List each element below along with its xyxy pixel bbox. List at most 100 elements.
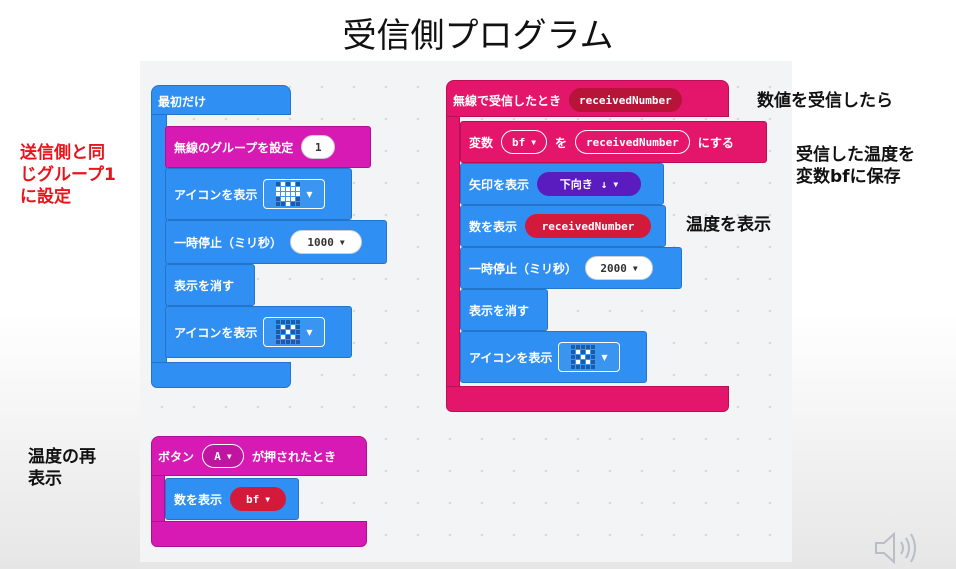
- page-title: 受信側プログラム: [342, 16, 614, 56]
- icon-picker-small-heart-2[interactable]: ▼: [558, 342, 621, 372]
- led-pixel: [276, 202, 281, 206]
- pause-value-2: 2000: [600, 261, 627, 275]
- on-start-footer: [151, 362, 291, 388]
- led-pixel: [276, 182, 281, 186]
- led-pixel: [281, 320, 286, 324]
- led-pixel: [586, 350, 591, 354]
- led-pixel: [571, 345, 576, 349]
- speaker-icon[interactable]: [872, 528, 922, 568]
- on-button-pressed-footer: [151, 521, 367, 547]
- led-pixel: [291, 182, 296, 186]
- led-pixel: [291, 330, 296, 334]
- button-dropdown[interactable]: A ▼: [202, 444, 245, 468]
- led-pixel: [576, 350, 581, 354]
- show-number-block-2[interactable]: 数を表示 bf ▼: [165, 478, 299, 520]
- led-pixel: [281, 335, 286, 339]
- led-pixel: [281, 197, 286, 201]
- pause-ms-dropdown-2[interactable]: 2000 ▼: [585, 256, 654, 280]
- led-pixel: [586, 355, 591, 359]
- pause-block-2[interactable]: 一時停止（ミリ秒） 2000 ▼: [460, 247, 682, 289]
- show-icon-block-2[interactable]: アイコンを表示 ▼: [165, 306, 352, 358]
- show-arrow-block[interactable]: 矢印を表示 下向き ↓ ▼: [460, 163, 664, 205]
- led-pixel: [281, 325, 286, 329]
- pause-ms-dropdown-1[interactable]: 1000 ▼: [290, 230, 363, 254]
- radio-group-number-input[interactable]: 1: [301, 135, 336, 159]
- chevron-down-icon: ▼: [306, 189, 313, 199]
- note-same-group: 送信側と同 じグループ1 に設定: [20, 143, 116, 207]
- led-pixel: [286, 192, 291, 196]
- show-icon-block-3[interactable]: アイコンを表示 ▼: [460, 331, 647, 383]
- led-pixel: [581, 350, 586, 354]
- led-pixel: [286, 330, 291, 334]
- on-radio-received-hat: 無線で受信したとき receivedNumber: [453, 87, 682, 113]
- small-heart-icon: [276, 320, 301, 344]
- led-pixel: [291, 197, 296, 201]
- set-variable-mid: を: [555, 135, 568, 150]
- show-icon-label-3: アイコンを表示: [469, 350, 553, 365]
- show-number-block-1[interactable]: 数を表示 receivedNumber: [460, 205, 666, 247]
- show-number-label-1: 数を表示: [469, 219, 518, 234]
- on-button-pressed-frame[interactable]: [151, 436, 367, 476]
- note-show-temp: 温度を表示: [686, 215, 771, 235]
- chevron-down-icon: ▼: [613, 179, 619, 189]
- led-pixel: [591, 350, 596, 354]
- set-variable-suffix: にする: [697, 135, 734, 150]
- icon-picker-heart[interactable]: ▼: [263, 179, 326, 209]
- led-pixel: [581, 365, 586, 369]
- variable-dropdown[interactable]: bf ▼: [501, 130, 548, 154]
- chevron-down-icon: ▼: [265, 494, 271, 504]
- led-pixel: [291, 202, 296, 206]
- set-variable-value[interactable]: receivedNumber: [575, 130, 690, 154]
- led-pixel: [281, 192, 286, 196]
- received-number-param[interactable]: receivedNumber: [569, 88, 682, 112]
- small-heart-icon: [571, 345, 596, 369]
- on-start-frame[interactable]: [151, 85, 291, 115]
- led-pixel: [296, 202, 301, 206]
- on-button-suffix: が押されたとき: [252, 449, 337, 464]
- led-pixel: [581, 345, 586, 349]
- note-save-to-bf: 受信した温度を 変数bfに保存: [796, 145, 915, 187]
- led-pixel: [281, 340, 286, 344]
- led-pixel: [296, 335, 301, 339]
- led-pixel: [276, 320, 281, 324]
- show-arrow-label: 矢印を表示: [469, 177, 530, 192]
- set-variable-block[interactable]: 変数 bf ▼ を receivedNumber にする: [460, 121, 767, 163]
- chevron-down-icon: ▼: [339, 237, 345, 247]
- set-radio-group-block[interactable]: 無線のグループを設定 1: [165, 126, 371, 168]
- led-pixel: [296, 187, 301, 191]
- led-pixel: [296, 320, 301, 324]
- set-variable-prefix: 変数: [469, 135, 494, 150]
- clear-screen-block-1[interactable]: 表示を消す: [165, 264, 255, 306]
- led-pixel: [276, 330, 281, 334]
- show-icon-label-2: アイコンを表示: [174, 325, 258, 340]
- led-pixel: [296, 330, 301, 334]
- led-pixel: [296, 340, 301, 344]
- clear-screen-label-1: 表示を消す: [174, 278, 235, 293]
- show-icon-label-1: アイコンを表示: [174, 187, 258, 202]
- led-pixel: [286, 320, 291, 324]
- icon-picker-small-heart[interactable]: ▼: [263, 317, 326, 347]
- led-pixel: [281, 182, 286, 186]
- led-pixel: [281, 187, 286, 191]
- led-pixel: [286, 187, 291, 191]
- led-pixel: [296, 182, 301, 186]
- led-pixel: [276, 197, 281, 201]
- show-number-var-dropdown[interactable]: bf ▼: [230, 487, 287, 511]
- show-number-value-1[interactable]: receivedNumber: [525, 214, 652, 238]
- chevron-down-icon: ▼: [632, 263, 638, 273]
- clear-screen-block-2[interactable]: 表示を消す: [460, 289, 548, 331]
- pause-label-2: 一時停止（ミリ秒）: [469, 261, 578, 276]
- chevron-down-icon: ▼: [226, 451, 232, 461]
- arrow-down-icon: ↓: [600, 177, 608, 191]
- show-icon-block-1[interactable]: アイコンを表示 ▼: [165, 168, 352, 220]
- button-value: A: [214, 449, 221, 463]
- arrow-direction-dropdown[interactable]: 下向き ↓ ▼: [537, 172, 642, 196]
- pause-block-1[interactable]: 一時停止（ミリ秒） 1000 ▼: [165, 220, 387, 264]
- chevron-down-icon: ▼: [306, 327, 313, 337]
- led-pixel: [571, 365, 576, 369]
- led-pixel: [591, 355, 596, 359]
- on-radio-received-footer: [446, 386, 729, 412]
- led-pixel: [286, 182, 291, 186]
- led-pixel: [576, 355, 581, 359]
- led-pixel: [276, 325, 281, 329]
